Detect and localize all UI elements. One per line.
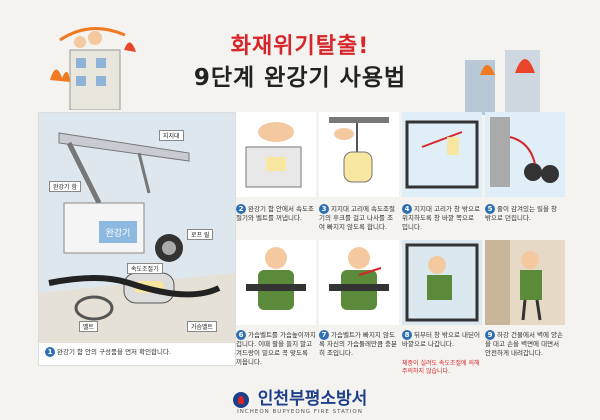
- rescue-kit-illustration: 완강기: [39, 113, 235, 343]
- part-label-sling: 벨트: [79, 321, 99, 332]
- step-1-text: 완강기 함 안의 구성품을 먼저 확인합니다.: [57, 348, 172, 356]
- part-label-speed: 속도조절기: [127, 263, 163, 274]
- step-9-panel: [485, 240, 565, 325]
- station-english-name: INCHEON BUPYEONG FIRE STATION: [237, 409, 363, 415]
- step-2-panel: [236, 112, 316, 197]
- step-6-panel: [236, 240, 316, 325]
- part-label-reel: 로프 릴: [187, 229, 214, 240]
- fire-station-emblem-icon: [232, 391, 249, 408]
- part-label-hand: 가슴벨트: [187, 321, 218, 332]
- city-buildings-illustration: [465, 50, 540, 115]
- step-7-panel: [319, 240, 399, 325]
- poster-subtitle: 9단계 완강기 사용법: [193, 65, 407, 91]
- footer: 인천부평소방서 INCHEON BUPYEONG FIRE STATION: [0, 384, 600, 415]
- part-label-bracket: 지지대: [159, 130, 184, 141]
- station-name: 인천부평소방서: [257, 389, 368, 409]
- part-label-box: 완강기 함: [49, 181, 81, 192]
- burning-building-illustration: [50, 27, 136, 110]
- step-8-panel: [402, 240, 482, 325]
- poster-title: 화재위기탈출!: [230, 34, 370, 59]
- step-1-number: 1: [45, 347, 55, 357]
- warning-text: 체중이 실려도 속도조절에 의해 주의하지 않습니다.: [402, 360, 480, 375]
- step-4-panel: [402, 112, 482, 197]
- box-label: 완강기: [106, 228, 131, 239]
- step-5-panel: [485, 112, 565, 197]
- step-3-panel: [319, 112, 399, 197]
